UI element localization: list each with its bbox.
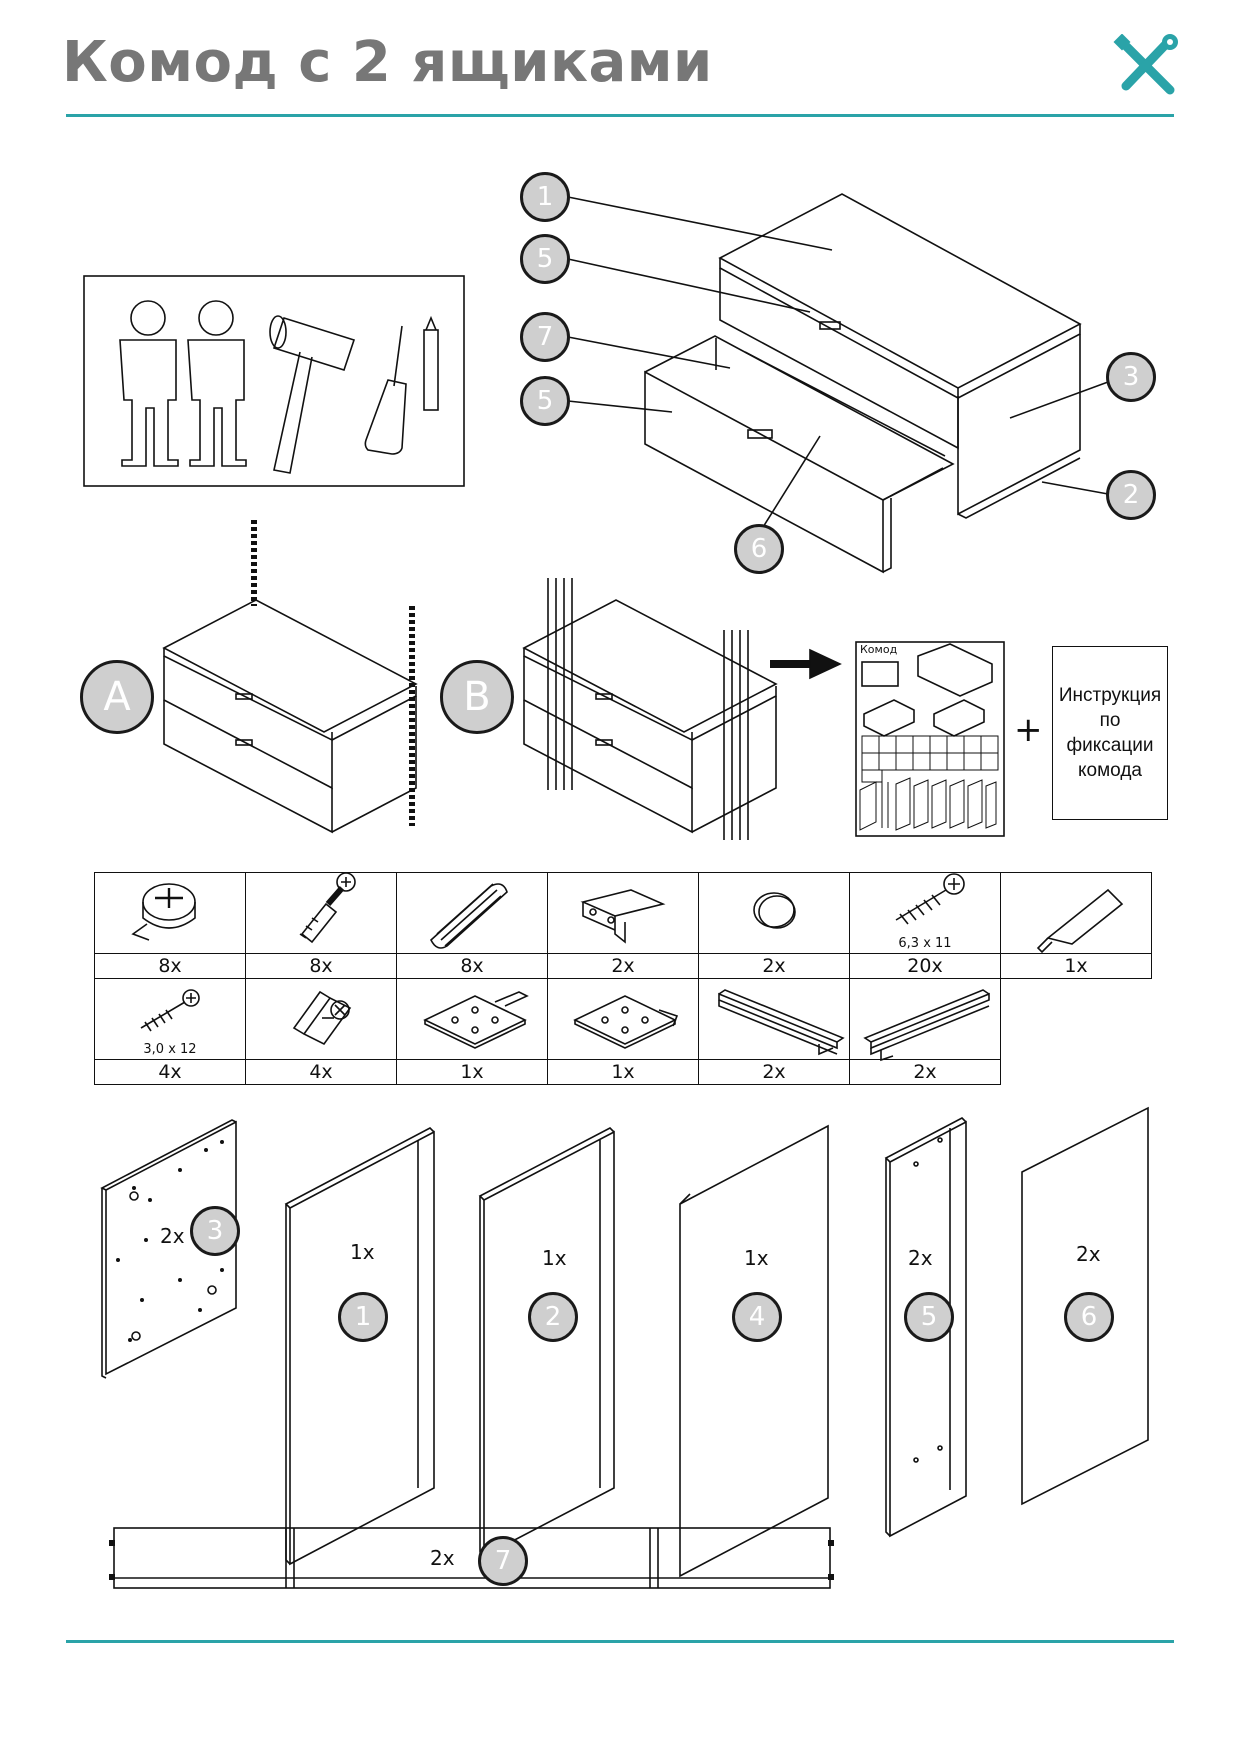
mini-manual-title: Комод <box>860 643 898 656</box>
fixation-instruction-text: Инструкция по фиксации комода <box>1058 685 1162 781</box>
panel-3-callout: 3 <box>190 1206 240 1256</box>
hardware-qty: 4x <box>245 1059 397 1085</box>
hardware-qty: 4x <box>94 1059 246 1085</box>
option-a-dresser <box>162 520 418 834</box>
screwdriver-icon <box>364 325 407 455</box>
panel-2 <box>478 1127 615 1558</box>
hardware-cell <box>94 872 246 954</box>
person-icon <box>187 300 247 467</box>
hardware-cell <box>849 978 1001 1060</box>
panel-2-qty: 1x <box>542 1246 567 1270</box>
hardware-cell <box>547 978 699 1060</box>
panel-7 <box>109 1527 834 1589</box>
hardware-qty: 20x <box>849 953 1001 979</box>
hardware-cell <box>396 872 548 954</box>
panel-1-qty: 1x <box>350 1240 375 1264</box>
panel-6-qty: 2x <box>1076 1242 1101 1266</box>
hardware-cell <box>698 872 850 954</box>
callout-part-6: 6 <box>734 524 784 574</box>
hardware-table: 6,3 x 11 8x 8x 8x 2x 2x 20x 1x 3,0 x 12 … <box>94 872 1152 1085</box>
panel-4 <box>679 1124 829 1578</box>
panel-5-qty: 2x <box>908 1246 933 1270</box>
panel-3 <box>100 1119 237 1379</box>
callout-part-3: 3 <box>1106 352 1156 402</box>
panel-5-callout: 5 <box>904 1292 954 1342</box>
panel-7-callout: 7 <box>478 1536 528 1586</box>
panel-1 <box>284 1127 435 1566</box>
hardware-cell <box>698 978 850 1060</box>
tools-icon <box>1113 34 1178 95</box>
panel-4-qty: 1x <box>744 1246 769 1270</box>
panel-3-qty: 2x <box>160 1224 185 1248</box>
arrow-right-icon <box>809 648 842 680</box>
panel-4-callout: 4 <box>732 1292 782 1342</box>
hardware-qty: 2x <box>698 1059 850 1085</box>
hardware-cell: 3,0 x 12 <box>94 978 246 1060</box>
option-a-badge: A <box>80 660 154 734</box>
hardware-qty: 8x <box>396 953 548 979</box>
panel-6-callout: 6 <box>1064 1292 1114 1342</box>
panel-1-callout: 1 <box>338 1292 388 1342</box>
assembled-dresser <box>644 193 1082 574</box>
hardware-cell <box>245 872 397 954</box>
hardware-qty: 2x <box>698 953 850 979</box>
hardware-qty: 8x <box>245 953 397 979</box>
fixation-instruction-box: Инструкция по фиксации комода <box>1052 646 1168 820</box>
panel-7-qty: 2x <box>430 1546 455 1570</box>
plus-sign: + <box>1014 710 1043 750</box>
hardware-qty: 1x <box>547 1059 699 1085</box>
hardware-cell <box>1000 872 1152 954</box>
callout-part-7: 7 <box>520 312 570 362</box>
option-b-dresser <box>522 578 778 840</box>
callout-part-5: 5 <box>520 234 570 284</box>
empty-cell <box>1001 1060 1152 1085</box>
page-title: Комод с 2 ящиками <box>62 30 713 95</box>
hardware-cell: 6,3 x 11 <box>849 872 1001 954</box>
hardware-qty: 2x <box>849 1059 1001 1085</box>
header-rule <box>66 114 1174 117</box>
hardware-qty: 1x <box>396 1059 548 1085</box>
callout-part-5: 5 <box>520 376 570 426</box>
screw-size-label: 3,0 x 12 <box>143 1042 197 1057</box>
hardware-qty: 8x <box>94 953 246 979</box>
bit-icon <box>423 315 439 411</box>
hardware-cell <box>245 978 397 1060</box>
screw-size-label: 6,3 x 11 <box>898 936 952 951</box>
hardware-qty: 2x <box>547 953 699 979</box>
tools-box <box>83 275 465 487</box>
callout-part-1: 1 <box>520 172 570 222</box>
person-icon <box>119 300 179 467</box>
footer-rule <box>66 1640 1174 1643</box>
option-b-badge: B <box>440 660 514 734</box>
mini-manual <box>855 641 1005 837</box>
panel-2-callout: 2 <box>528 1292 578 1342</box>
hardware-cell <box>547 872 699 954</box>
callout-part-2: 2 <box>1106 470 1156 520</box>
hardware-qty: 1x <box>1000 953 1152 979</box>
hammer-icon <box>269 315 356 474</box>
panel-6 <box>1021 1106 1149 1506</box>
empty-cell <box>1001 979 1152 1060</box>
hardware-cell <box>396 978 548 1060</box>
